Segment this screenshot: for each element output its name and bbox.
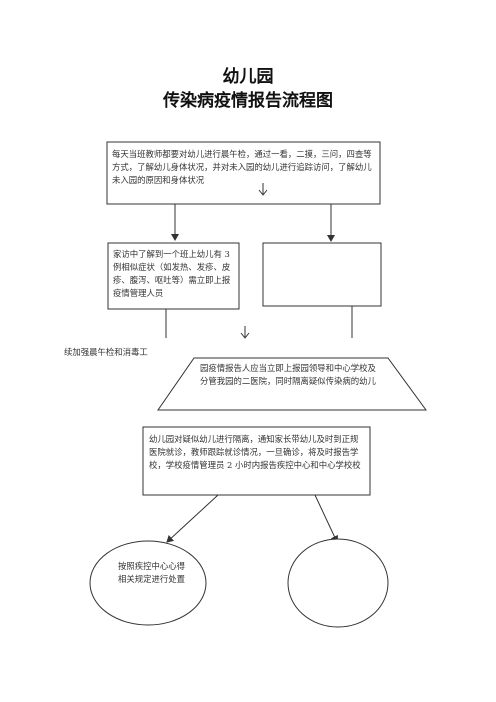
arrow-isolate-to-left-circle [166,494,219,543]
daily-check-text: 每天当班教师都要对幼儿进行晨午检，通过一看，二摸，三问，四查等方式，了解幼儿身体… [112,149,372,185]
report-text: 园疫情报告人应当立即上报园领导和中心学校及分管我园的二医院，同时隔离疑似传染病的… [200,363,376,386]
home-visit-text: 家访中了解到一个班上幼儿有 3 例相似症状（如发热、发疹、皮疹、腹泻、呕吐等）需… [113,249,231,298]
report-parallelogram [157,357,427,411]
side-note: 续加强晨午检和消毒工 [64,347,148,357]
stray-arrow-2 [240,326,250,339]
home-visit-box [107,242,240,310]
daily-check-box [106,141,381,205]
stray-arrow-1 [258,183,268,196]
isolate-box [142,426,371,496]
empty-circle [287,538,389,628]
follow-cdc-circle [89,540,207,626]
isolate-text: 幼儿园对疑似幼儿进行隔离，通知家长带幼儿及时到正规医院就诊，教师跟踪就诊情况，一… [149,434,361,470]
follow-cdc-text: 按照疾控中心心得相关规定进行处置 [118,561,185,584]
empty-box [262,242,382,307]
arrow-isolate-to-right-circle [314,494,339,543]
page-title: 幼儿园 [222,67,274,87]
page-subtitle: 传染病疫情报告流程图 [163,91,333,111]
